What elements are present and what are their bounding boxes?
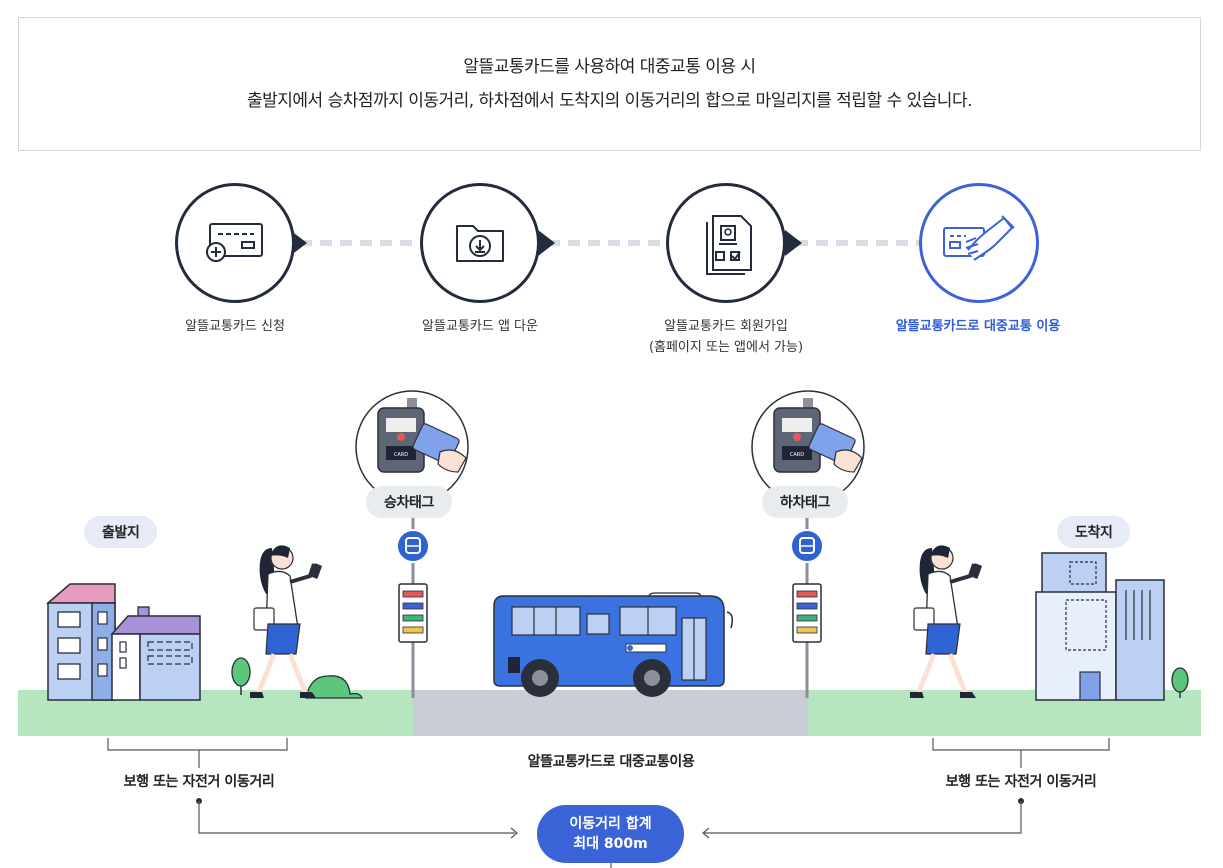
intro-line-2: 출발지에서 승차점까지 이동거리, 하차점에서 도착지의 이동거리의 합으로 마… bbox=[246, 91, 973, 111]
connector-3 bbox=[785, 230, 920, 256]
step-1-label: 알뜰교통카드 신청 bbox=[185, 319, 285, 334]
connector-2 bbox=[538, 230, 668, 256]
intro-line-1: 알뜰교통카드를 사용하여 대중교통 이용 시 bbox=[463, 57, 756, 77]
flow-lines bbox=[196, 798, 1024, 868]
bus-stop-right bbox=[790, 445, 824, 698]
total-distance-line-1: 이동거리 합계 bbox=[569, 816, 652, 832]
member-document-icon bbox=[706, 215, 752, 275]
bush-left bbox=[305, 675, 363, 699]
step-3-circle bbox=[666, 183, 786, 303]
card-add-icon bbox=[206, 223, 263, 262]
arrow-left-icon bbox=[702, 827, 710, 839]
step-3-label-main: 알뜰교통카드 회원가입 bbox=[664, 319, 788, 334]
walking-person-right bbox=[910, 545, 982, 698]
right-distance-bracket bbox=[932, 738, 1110, 768]
step-4-circle bbox=[919, 183, 1039, 303]
step-4-label: 알뜰교통카드로 대중교통 이용 bbox=[895, 319, 1061, 334]
bus bbox=[493, 592, 734, 697]
board-tag-label: 승차태그 bbox=[366, 486, 452, 518]
destination-label: 도착지 bbox=[1057, 516, 1131, 548]
card-handover-icon bbox=[943, 215, 1015, 261]
destination-buildings bbox=[1035, 552, 1165, 701]
total-distance-line-2: 최대 800m bbox=[573, 836, 648, 852]
origin-buildings bbox=[45, 583, 201, 701]
step-2-circle bbox=[420, 183, 540, 303]
card-reader-right: CARD bbox=[751, 390, 865, 504]
card-reader-right-text: CARD bbox=[790, 452, 804, 458]
card-reader-left-text: CARD bbox=[394, 452, 408, 458]
arrow-right-icon bbox=[510, 827, 518, 839]
walk-left-caption: 보행 또는 자전거 이동거리 bbox=[123, 774, 275, 790]
step-1-circle bbox=[175, 183, 295, 303]
intro-box: 알뜰교통카드를 사용하여 대중교통 이용 시 출발지에서 승차점까지 이동거리,… bbox=[18, 17, 1201, 151]
tree-left bbox=[231, 657, 251, 695]
walking-person-left bbox=[250, 545, 322, 698]
arrow-right-icon bbox=[785, 230, 802, 256]
step-3-label: 알뜰교통카드 회원가입 (홈페이지 또는 앱에서 가능) bbox=[606, 316, 846, 358]
folder-download-icon bbox=[456, 225, 504, 262]
left-distance-bracket bbox=[107, 738, 288, 768]
origin-label: 출발지 bbox=[84, 516, 158, 548]
step-2-label: 알뜰교통카드 앱 다운 bbox=[422, 319, 538, 334]
total-distance-badge: 이동거리 합계 최대 800m bbox=[537, 805, 684, 863]
road bbox=[413, 690, 808, 736]
transit-caption: 알뜰교통카드로 대중교통이용 bbox=[527, 754, 695, 770]
arrow-right-icon bbox=[538, 230, 555, 256]
tree-right bbox=[1171, 667, 1189, 698]
step-3-label-sub: (홈페이지 또는 앱에서 가능) bbox=[648, 340, 804, 355]
alight-tag-label: 하차태그 bbox=[762, 486, 848, 518]
bus-stop-left bbox=[396, 445, 430, 698]
walk-right-caption: 보행 또는 자전거 이동거리 bbox=[945, 774, 1097, 790]
